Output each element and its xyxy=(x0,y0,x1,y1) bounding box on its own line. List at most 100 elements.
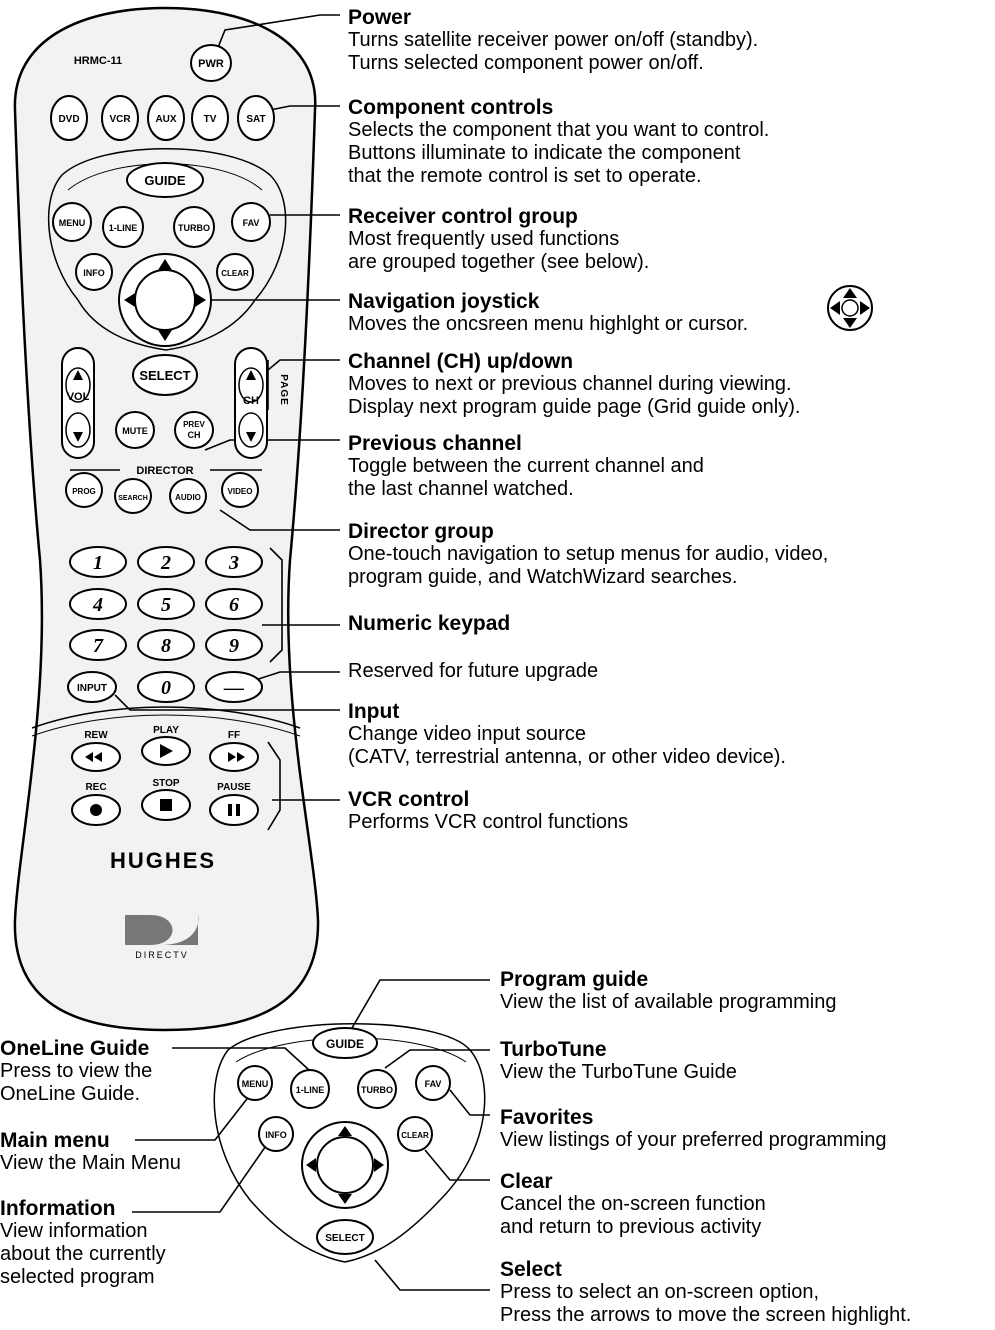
fav-button[interactable]: FAV xyxy=(231,202,271,242)
clear-button[interactable]: CLEAR xyxy=(216,253,254,291)
rec-label: REC xyxy=(85,782,106,793)
svg-text:TURBO: TURBO xyxy=(178,223,210,233)
keypad-2[interactable]: 2 xyxy=(137,546,195,578)
svg-text:FAV: FAV xyxy=(243,218,260,228)
search-button[interactable]: SEARCH xyxy=(114,478,152,514)
zoom-select-button[interactable]: SELECT xyxy=(316,1219,374,1255)
keypad-8[interactable]: 8 xyxy=(137,629,195,661)
select-button[interactable]: SELECT xyxy=(132,354,198,396)
component-vcr-button[interactable]: VCR xyxy=(101,95,139,141)
ff-label: FF xyxy=(228,730,240,741)
keypad-1[interactable]: 1 xyxy=(69,546,127,578)
svg-text:3: 3 xyxy=(228,552,239,574)
navigation-joystick[interactable] xyxy=(118,253,212,347)
callout-component-controls: Component controls Selects the component… xyxy=(348,96,770,187)
component-aux-button[interactable]: AUX xyxy=(147,95,185,141)
keypad-9[interactable]: 9 xyxy=(205,629,263,661)
callout-receiver-group: Receiver control group Most frequently u… xyxy=(348,205,650,273)
volume-rocker[interactable]: VOL xyxy=(61,347,95,459)
zoom-menu-button[interactable]: MENU xyxy=(237,1065,273,1101)
keypad-4[interactable]: 4 xyxy=(69,588,127,620)
zoom-guide-button[interactable]: GUIDE xyxy=(312,1027,378,1059)
svg-text:6: 6 xyxy=(229,594,239,616)
pause-button[interactable] xyxy=(209,794,259,826)
svg-text:INFO: INFO xyxy=(265,1130,287,1140)
callout-select: Select Press to select an on-screen opti… xyxy=(500,1258,912,1326)
svg-text:2: 2 xyxy=(160,552,171,574)
guide-button[interactable]: GUIDE xyxy=(126,162,204,198)
keypad-5[interactable]: 5 xyxy=(137,588,195,620)
directv-logo: DIRECTV xyxy=(125,915,199,960)
component-tv-button[interactable]: TV xyxy=(191,95,229,141)
svg-text:DVD: DVD xyxy=(58,114,79,125)
video-button[interactable]: VIDEO xyxy=(221,472,259,508)
svg-text:8: 8 xyxy=(161,635,171,657)
svg-text:INPUT: INPUT xyxy=(77,683,107,694)
zoom-clear-button[interactable]: CLEAR xyxy=(397,1116,433,1152)
rewind-button[interactable] xyxy=(71,742,121,772)
callout-main-menu: Main menu View the Main Menu xyxy=(0,1129,181,1174)
keypad-6[interactable]: 6 xyxy=(205,588,263,620)
svg-text:—: — xyxy=(223,677,244,699)
turbo-button[interactable]: TURBO xyxy=(173,206,215,248)
dash-button[interactable]: — xyxy=(205,671,263,703)
callout-vcr-control: VCR control Performs VCR control functio… xyxy=(348,788,629,833)
prog-button[interactable]: PROG xyxy=(65,472,103,508)
svg-text:CH: CH xyxy=(243,395,259,407)
play-button[interactable] xyxy=(141,736,191,766)
callout-navigation-joystick: Navigation joystick Moves the oncsreen m… xyxy=(348,290,749,335)
svg-text:4: 4 xyxy=(92,594,103,616)
callout-oneline-guide: OneLine Guide Press to view the OneLine … xyxy=(0,1037,153,1105)
callout-input: Input Change video input source (CATV, t… xyxy=(348,700,786,768)
svg-text:PREV: PREV xyxy=(183,420,205,429)
svg-text:CLEAR: CLEAR xyxy=(401,1131,429,1140)
play-label: PLAY xyxy=(153,725,179,736)
record-button[interactable] xyxy=(71,794,121,826)
svg-text:CLEAR: CLEAR xyxy=(221,269,249,278)
zoom-joystick[interactable] xyxy=(301,1121,389,1209)
keypad-bracket xyxy=(269,547,283,663)
callout-reserved: Reserved for future upgrade xyxy=(348,660,599,682)
keypad-7[interactable]: 7 xyxy=(69,629,127,661)
svg-text:SELECT: SELECT xyxy=(325,1233,364,1244)
mute-button[interactable]: MUTE xyxy=(115,411,155,449)
component-sat-button[interactable]: SAT xyxy=(237,95,275,141)
keypad-3[interactable]: 3 xyxy=(205,546,263,578)
zoom-leader-lines xyxy=(132,979,490,1291)
svg-text:PROG: PROG xyxy=(72,487,96,496)
svg-text:1-LINE: 1-LINE xyxy=(109,223,138,233)
svg-text:1: 1 xyxy=(93,552,103,574)
svg-text:MENU: MENU xyxy=(242,1079,269,1089)
info-button[interactable]: INFO xyxy=(75,253,113,291)
keypad-0[interactable]: 0 xyxy=(137,671,195,703)
callout-director-group: Director group One-touch navigation to s… xyxy=(348,520,829,588)
zoom-info-button[interactable]: INFO xyxy=(258,1116,294,1152)
svg-text:TV: TV xyxy=(204,114,217,125)
channel-rocker[interactable]: CH xyxy=(234,347,268,459)
callout-program-guide: Program guide View the list of available… xyxy=(500,968,837,1013)
callout-power: Power Turns satellite receiver power on/… xyxy=(348,6,759,74)
svg-text:AUDIO: AUDIO xyxy=(175,493,201,502)
callout-turbotune: TurboTune View the TurboTune Guide xyxy=(500,1038,737,1083)
zoom-fav-button[interactable]: FAV xyxy=(415,1065,451,1101)
power-button[interactable]: PWR xyxy=(190,44,232,82)
callout-favorites: Favorites View listings of your preferre… xyxy=(500,1106,887,1151)
svg-text:VCR: VCR xyxy=(109,114,131,125)
zoom-turbo-button[interactable]: TURBO xyxy=(357,1069,397,1109)
component-dvd-button[interactable]: DVD xyxy=(50,95,88,141)
leader-lines xyxy=(114,14,340,801)
menu-button[interactable]: MENU xyxy=(52,202,92,242)
fast-forward-button[interactable] xyxy=(209,742,259,772)
svg-text:VIDEO: VIDEO xyxy=(228,487,253,496)
input-button[interactable]: INPUT xyxy=(67,671,117,703)
zoom-oneline-button[interactable]: 1-LINE xyxy=(290,1069,330,1109)
audio-button[interactable]: AUDIO xyxy=(169,478,207,514)
stop-button[interactable] xyxy=(141,789,191,821)
oneline-button[interactable]: 1-LINE xyxy=(102,206,144,248)
svg-text:PWR: PWR xyxy=(198,58,224,70)
callout-information: Information View information about the c… xyxy=(0,1197,166,1288)
svg-text:MUTE: MUTE xyxy=(122,426,148,436)
svg-text:AUX: AUX xyxy=(155,114,176,125)
